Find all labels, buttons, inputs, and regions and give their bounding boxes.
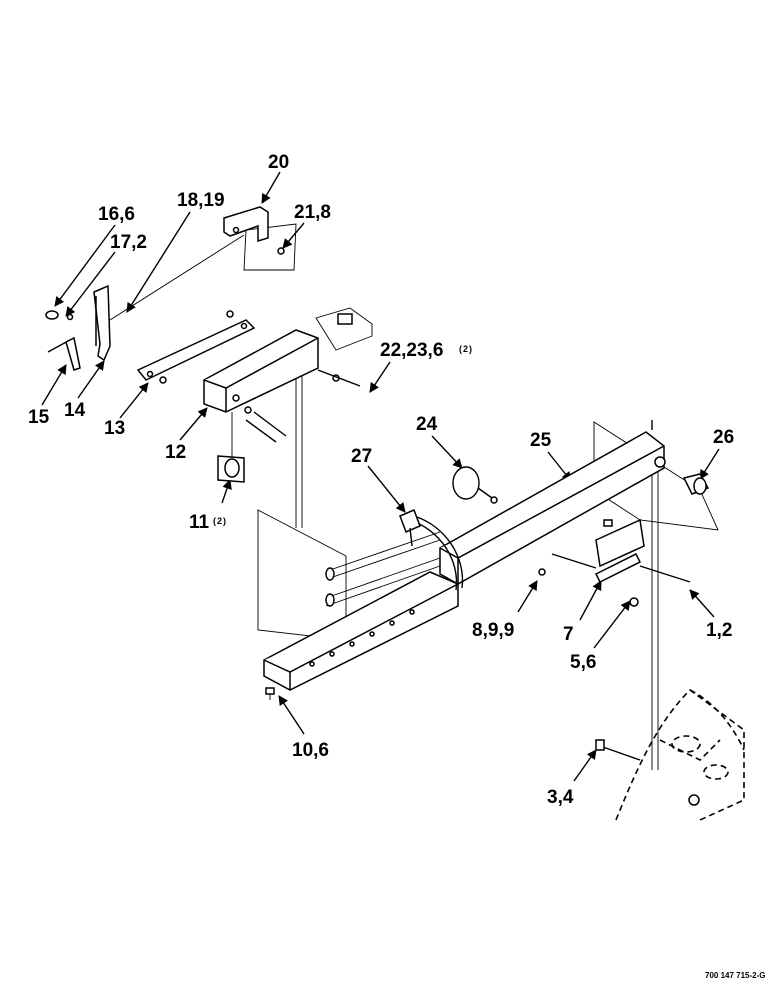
ring-24 [452, 466, 498, 504]
leader-11 [221, 479, 232, 504]
label-14: 14 [64, 400, 86, 421]
nut-8 [538, 568, 546, 576]
label-20: 20 [268, 152, 289, 173]
bolt-10 [265, 687, 275, 695]
label-22-23-6: 22,23,6 [380, 340, 443, 361]
mount-12 [203, 313, 361, 443]
panel-bracket-20 [243, 223, 297, 271]
label-10-6: 10,6 [292, 740, 329, 761]
label-12: 12 [165, 442, 186, 463]
leader-8-9-9 [517, 580, 538, 613]
leader-20 [261, 171, 281, 204]
leader-21-8 [282, 222, 305, 249]
bracket-7 [538, 518, 691, 607]
pin-15 [65, 336, 81, 371]
drawing-number: 700 147 715-2-G [705, 971, 766, 980]
leader-14 [77, 360, 105, 399]
leader-13 [119, 382, 149, 419]
label-16-6: 16,6 [98, 204, 135, 225]
leader-27 [367, 465, 406, 513]
bracket-20 [223, 206, 285, 255]
nut-5 [629, 597, 639, 607]
leader-7 [579, 580, 602, 621]
bar-13 [136, 310, 256, 384]
label-25: 25 [530, 430, 552, 451]
spacer-top [337, 313, 353, 325]
leader-22-23-6 [369, 361, 391, 393]
label-27: 27 [351, 446, 372, 467]
leader-15 [41, 364, 67, 406]
label-8-9-9: 8,9,9 [472, 620, 514, 641]
pin-26 [682, 473, 710, 495]
leader-16-6 [54, 224, 116, 307]
washer-16 [45, 310, 59, 320]
leader-17-2 [65, 251, 116, 317]
leader-26 [699, 448, 720, 480]
leader-1-2 [689, 589, 715, 618]
background-panels [109, 223, 719, 770]
label-22-23-6-qty: (2) [459, 344, 473, 354]
tube-holes [309, 609, 415, 667]
label-3-4: 3,4 [547, 787, 574, 808]
pin-17 [66, 313, 74, 321]
panel-spacer [315, 307, 373, 351]
label-5-6: 5,6 [570, 652, 596, 673]
label-17-2: 17,2 [110, 232, 147, 253]
label-21-8: 21,8 [294, 202, 331, 223]
leader-24 [431, 435, 463, 469]
label-11: 11 [189, 512, 210, 533]
spacer-11 [217, 412, 245, 483]
leader-3-4 [573, 749, 597, 782]
leader-12 [179, 407, 208, 441]
label-15: 15 [28, 407, 50, 428]
label-24: 24 [416, 414, 438, 435]
leader-5-6 [593, 600, 631, 649]
clamp-27 [399, 509, 464, 591]
hinge-assembly-14 [45, 284, 111, 371]
nut-21 [277, 247, 285, 255]
label-13: 13 [104, 418, 125, 439]
leader-18-19 [126, 211, 191, 313]
label-7: 7 [563, 624, 574, 645]
leader-arrows [41, 171, 720, 782]
label-1-2: 1,2 [706, 620, 732, 641]
bolt-1 [639, 565, 691, 583]
label-11-qty: (2) [213, 516, 227, 526]
callout-labels: 20 18,19 16,6 21,8 17,2 22,23,6 (2) 15 1… [28, 152, 766, 980]
mount-frame-dashed [595, 688, 745, 821]
guide-bolt-line [109, 234, 245, 321]
label-26: 26 [713, 427, 734, 448]
lower-tube [263, 531, 459, 700]
bolt-3 [599, 745, 641, 761]
leader-10-6 [278, 695, 305, 735]
label-18-19: 18,19 [177, 190, 225, 211]
